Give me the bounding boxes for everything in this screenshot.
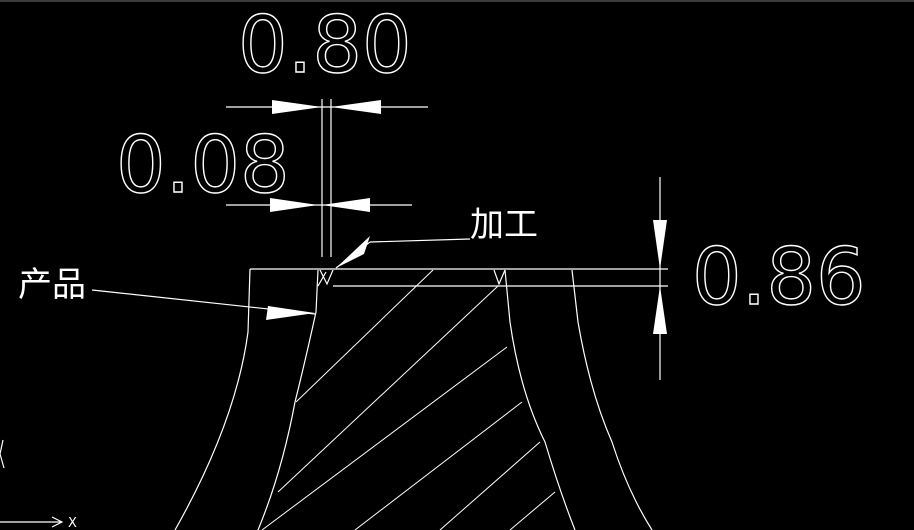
ucs-icon: X [0, 439, 77, 530]
dimension-chamfer-width: 0.08 [115, 120, 412, 212]
dim-text-0-08: 0.08 [116, 121, 290, 211]
label-product: 产品 [18, 265, 86, 305]
dim-text-0-86: 0.86 [692, 233, 866, 323]
leader-machining: 加工 [335, 205, 538, 269]
dimension-cut-depth: 0.86 [653, 177, 866, 380]
dim-text-0-80: 0.80 [238, 2, 412, 91]
label-machining: 加工 [470, 205, 538, 245]
tool-tip-marks [317, 269, 506, 287]
dimension-top-width: 0.80 [226, 2, 428, 257]
section-hatch [261, 269, 556, 530]
part-outline [174, 268, 668, 530]
leader-product: 产品 [18, 265, 316, 320]
ucs-x-axis-label: X [68, 516, 77, 530]
